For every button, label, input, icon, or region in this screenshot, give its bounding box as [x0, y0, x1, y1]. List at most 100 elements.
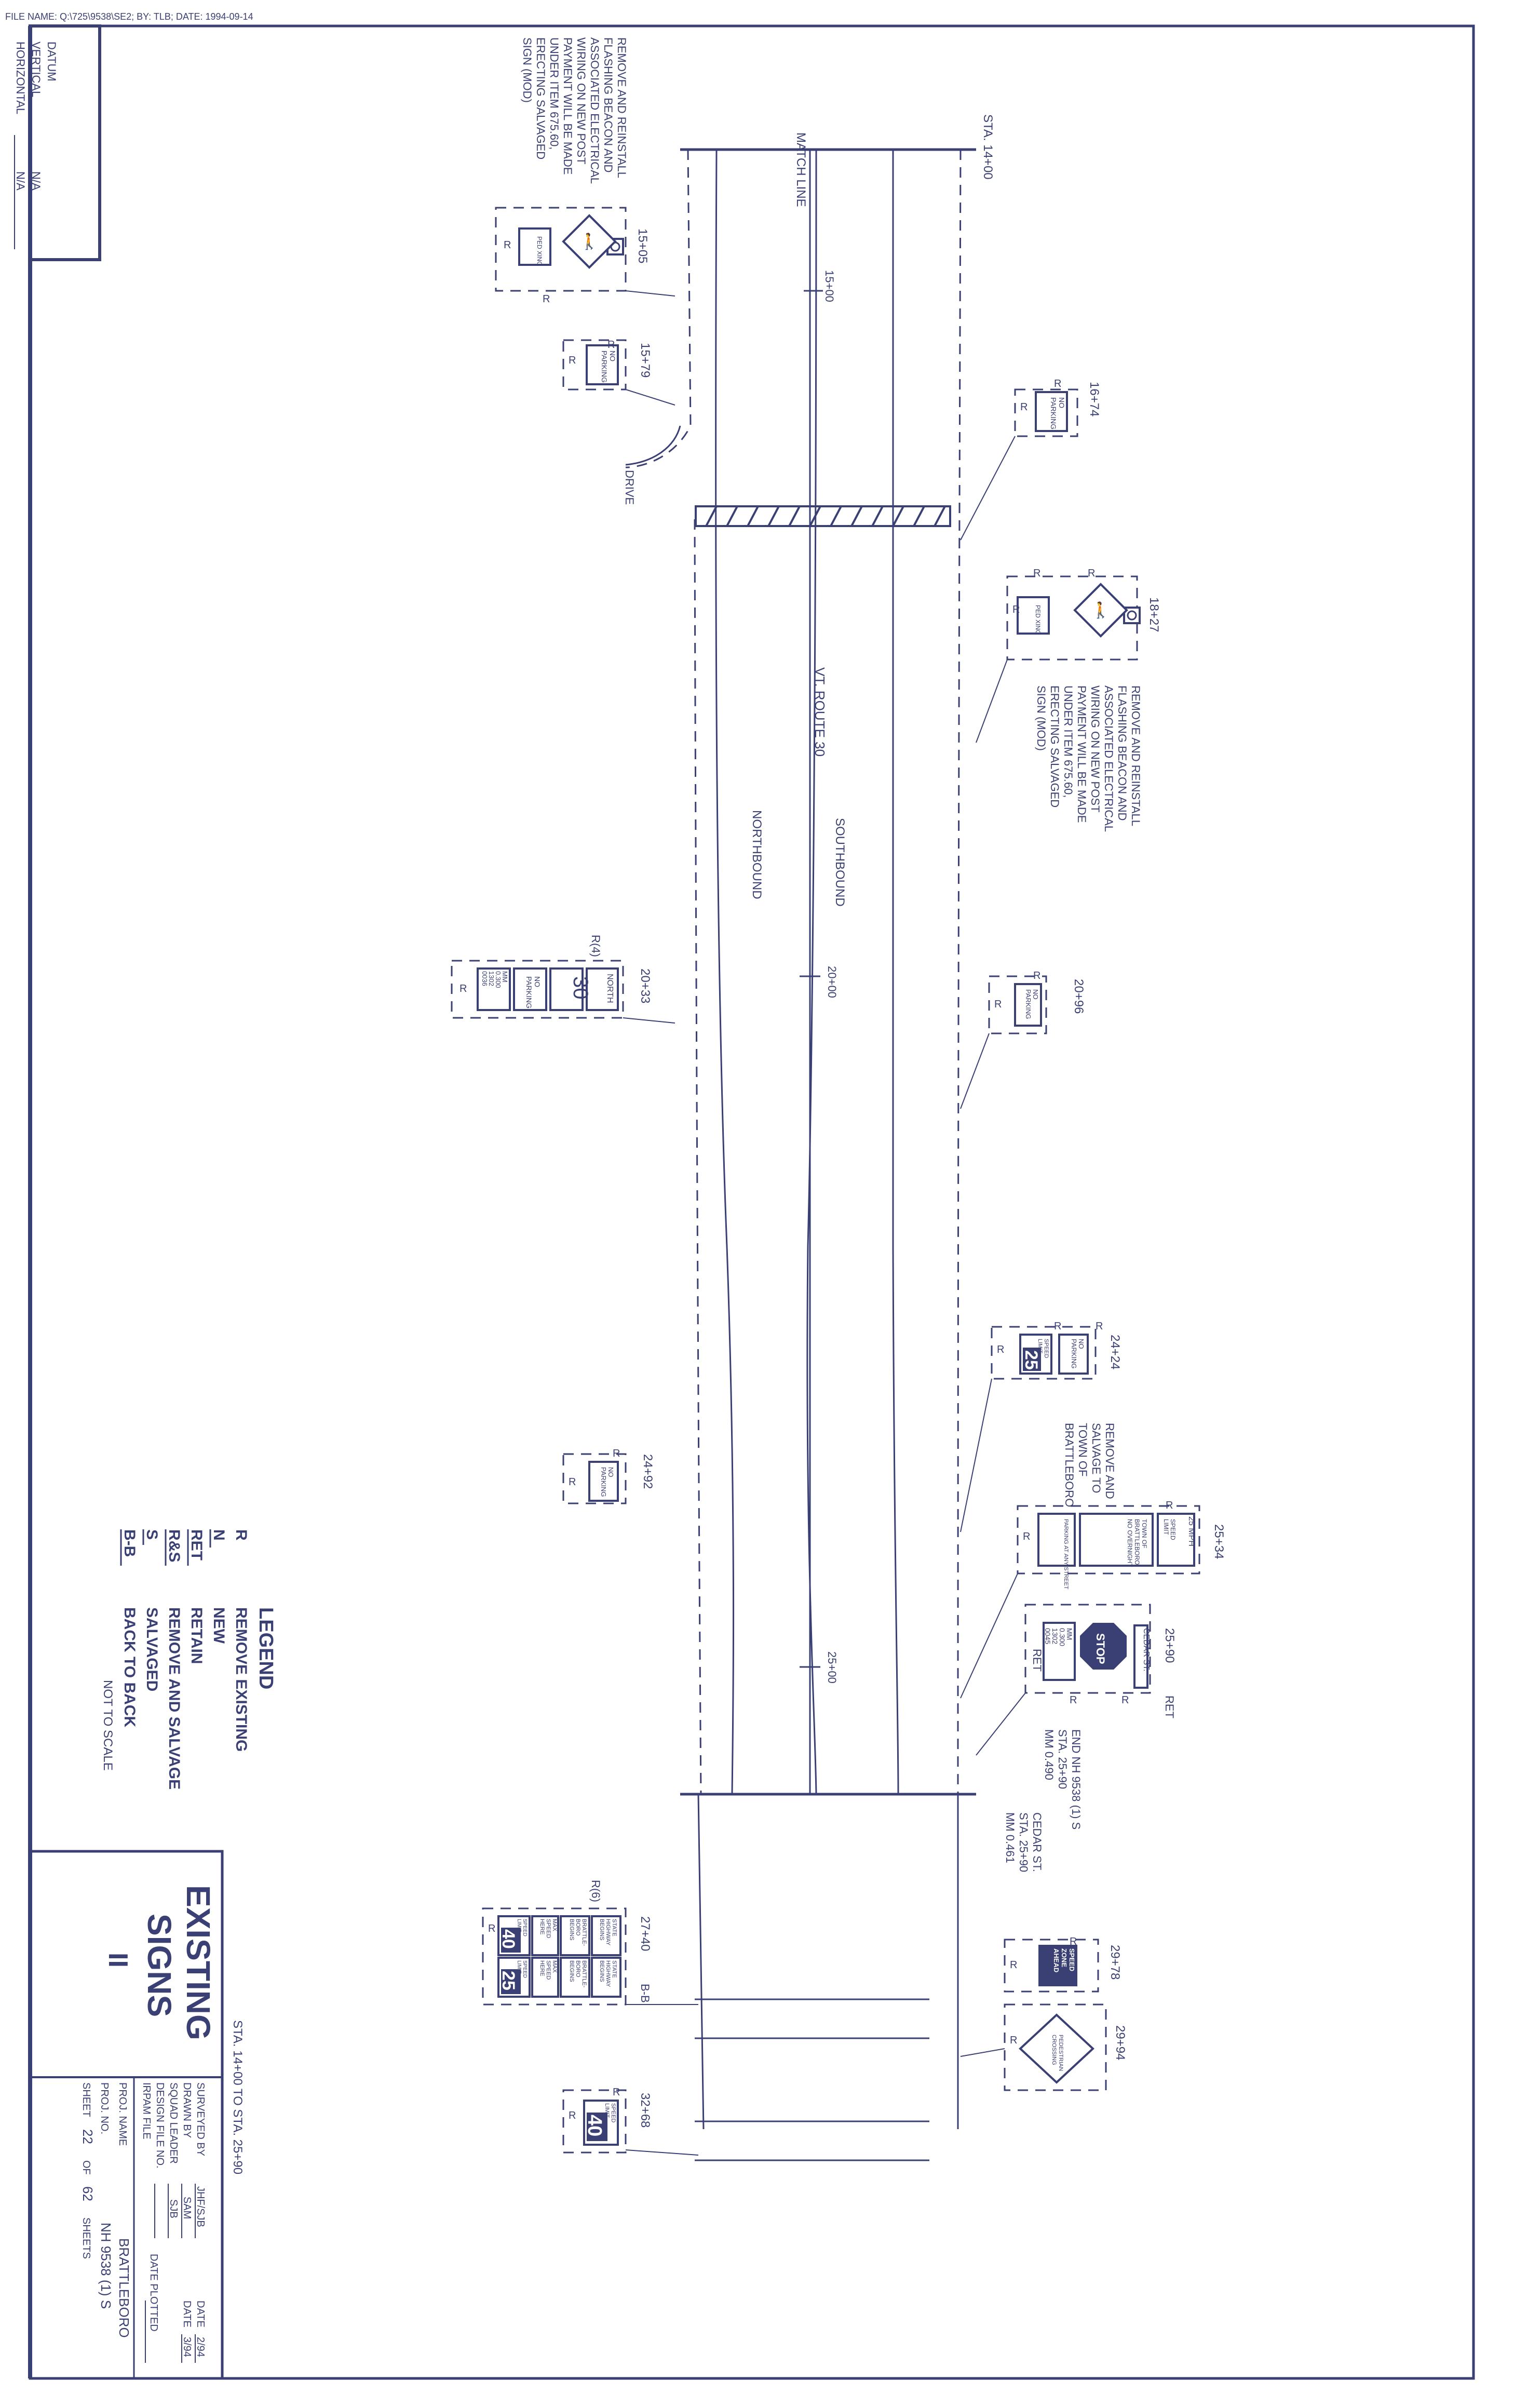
station-1827: 18+27 — [1147, 597, 1161, 632]
svg-text:LIMIT: LIMIT — [1162, 1519, 1170, 1535]
svg-text:SJB: SJB — [168, 2199, 179, 2218]
station-20: 20+00 — [826, 966, 839, 998]
svg-text:NORTH: NORTH — [605, 974, 614, 1003]
svg-text:MM 0.461: MM 0.461 — [1004, 1812, 1017, 1863]
svg-text:JHF/SJB: JHF/SJB — [195, 2186, 206, 2227]
note-flasher-right: REMOVE AND REINSTALL FLASHING BEACON AND… — [1035, 685, 1142, 832]
svg-text:AHEAD: AHEAD — [1052, 1948, 1060, 1972]
svg-text:SPEED: SPEED — [610, 2103, 616, 2122]
title-numeral: II — [103, 1953, 133, 1968]
station-2590: 25+90 — [1162, 1628, 1177, 1663]
svg-text:R: R — [488, 1923, 495, 1934]
station-25: 25+00 — [826, 1651, 839, 1684]
svg-text:TOWN OF: TOWN OF — [1076, 1423, 1089, 1476]
svg-text:BEGINS: BEGINS — [569, 1919, 575, 1941]
note-salvage: REMOVE AND SALVAGE TO TOWN OF BRATTLEBOR… — [1063, 1423, 1116, 1507]
svg-text:R: R — [233, 1529, 250, 1541]
svg-text:R: R — [1033, 970, 1040, 981]
svg-text:0.300: 0.300 — [1058, 1628, 1066, 1646]
svg-text:R: R — [1010, 2035, 1017, 2046]
svg-text:DATE: DATE — [181, 2301, 193, 2328]
svg-text:DRAWN BY: DRAWN BY — [181, 2082, 193, 2138]
svg-text:REMOVE AND REINSTALL: REMOVE AND REINSTALL — [615, 37, 628, 178]
svg-text:R: R — [1096, 1321, 1103, 1332]
svg-text:SPEED: SPEED — [522, 1960, 528, 1978]
svg-text:END NH 9538 (1) S: END NH 9538 (1) S — [1070, 1729, 1083, 1829]
svg-text:REMOVE AND: REMOVE AND — [1103, 1423, 1116, 1499]
svg-text:UNDER ITEM 675.60,: UNDER ITEM 675.60, — [1062, 685, 1075, 798]
svg-text:IRPAM FILE: IRPAM FILE — [141, 2082, 152, 2140]
svg-text:HERE: HERE — [539, 1919, 545, 1935]
svg-text:SALVAGE TO: SALVAGE TO — [1090, 1423, 1103, 1493]
station-15: 15+00 — [823, 270, 836, 302]
sta-start-label: STA. 14+00 — [981, 114, 995, 180]
station-2033: 20+33 — [638, 968, 652, 1003]
svg-text:40: 40 — [584, 2115, 605, 2136]
not-to-scale: NOT TO SCALE — [101, 1680, 115, 1771]
svg-text:SHEETS: SHEETS — [80, 2217, 92, 2259]
svg-text:BORO: BORO — [575, 1960, 581, 1977]
svg-text:SPEED: SPEED — [1043, 1339, 1049, 1358]
svg-text:TOWN OF: TOWN OF — [1141, 1519, 1148, 1548]
station-1505: 15+05 — [636, 228, 650, 263]
title-block: EXISTING SIGNS II STA. 14+00 TO STA. 25+… — [29, 1850, 245, 2380]
svg-text:3/94: 3/94 — [181, 2337, 193, 2357]
svg-text:PED XING: PED XING — [1034, 605, 1042, 635]
svg-text:MM: MM — [501, 971, 509, 983]
datum-horizontal-label: HORIZONTAL — [14, 42, 27, 114]
svg-text:BRATTLEBORO: BRATTLEBORO — [1063, 1423, 1076, 1507]
svg-text:NO: NO — [533, 976, 542, 987]
svg-text:STATE: STATE — [611, 1960, 617, 1978]
svg-text:CEDAR ST.: CEDAR ST. — [1142, 1628, 1151, 1672]
svg-text:22: 22 — [80, 2129, 96, 2144]
sign-group-1505: 15+05 🚶 PED XING R R — [495, 207, 675, 305]
svg-text:R: R — [1070, 1694, 1077, 1706]
svg-text:HIGHWAY: HIGHWAY — [605, 1960, 611, 1987]
svg-text:SPEED: SPEED — [522, 1919, 528, 1936]
svg-text:STA. 25+90: STA. 25+90 — [1056, 1729, 1069, 1789]
svg-text:BRATTLE-: BRATTLE- — [581, 1919, 587, 1946]
svg-text:PROJ. NO.: PROJ. NO. — [99, 2082, 110, 2134]
legend-title: LEGEND — [255, 1607, 277, 1689]
svg-text:0045: 0045 — [1044, 1628, 1052, 1644]
svg-text:R: R — [1023, 1531, 1030, 1542]
svg-text:PARKING: PARKING — [1024, 989, 1032, 1019]
svg-text:R: R — [504, 239, 511, 251]
svg-text:BRATTLEBORO: BRATTLEBORO — [116, 2238, 132, 2338]
svg-text:R: R — [1012, 604, 1020, 615]
svg-text:R: R — [613, 1448, 620, 1459]
station-1579: 15+79 — [638, 343, 652, 378]
svg-text:R: R — [1121, 1694, 1129, 1706]
svg-text:R: R — [1033, 568, 1040, 579]
svg-text:25: 25 — [498, 1971, 518, 1990]
drive-edge — [625, 425, 681, 466]
svg-text:S: S — [143, 1529, 160, 1540]
svg-text:MAX: MAX — [551, 1960, 558, 1973]
sign-group-2033: 20+33 R(4) NORTH 30 NO PARKING MM 0.300 … — [451, 935, 675, 1024]
svg-text:R: R — [994, 999, 1002, 1010]
ped-xing-diamond — [1073, 583, 1128, 638]
ped-xing-plaque — [518, 227, 551, 266]
svg-text:62: 62 — [80, 2186, 96, 2201]
svg-text:R&S: R&S — [166, 1529, 183, 1562]
note-end-project: END NH 9538 (1) S STA. 25+90 MM 0.490 — [1043, 1729, 1083, 1829]
svg-text:1302: 1302 — [1051, 1628, 1059, 1644]
svg-text:RET: RET — [1163, 1696, 1176, 1718]
svg-text:R: R — [607, 339, 615, 351]
station-2978: 29+78 — [1108, 1945, 1122, 1980]
svg-text:R: R — [569, 355, 576, 366]
svg-text:R: R — [1020, 401, 1028, 413]
svg-text:SIGN (MOD): SIGN (MOD) — [1035, 685, 1048, 751]
svg-text:BRATTLEBORO: BRATTLEBORO — [1133, 1519, 1141, 1565]
svg-text:R(6): R(6) — [589, 1880, 602, 1902]
svg-text:REMOVE EXISTING: REMOVE EXISTING — [233, 1607, 250, 1752]
svg-text:NO: NO — [609, 351, 617, 361]
title-signs: SIGNS — [141, 1914, 178, 2017]
svg-text:PEDESTRIAN: PEDESTRIAN — [1058, 2035, 1064, 2071]
svg-text:NO: NO — [1058, 397, 1066, 408]
svg-text:BEGINS: BEGINS — [599, 1960, 605, 1982]
svg-text:ERECTING SALVAGED: ERECTING SALVAGED — [1048, 685, 1061, 808]
svg-text:N: N — [210, 1529, 227, 1541]
svg-text:B-B: B-B — [121, 1529, 138, 1557]
